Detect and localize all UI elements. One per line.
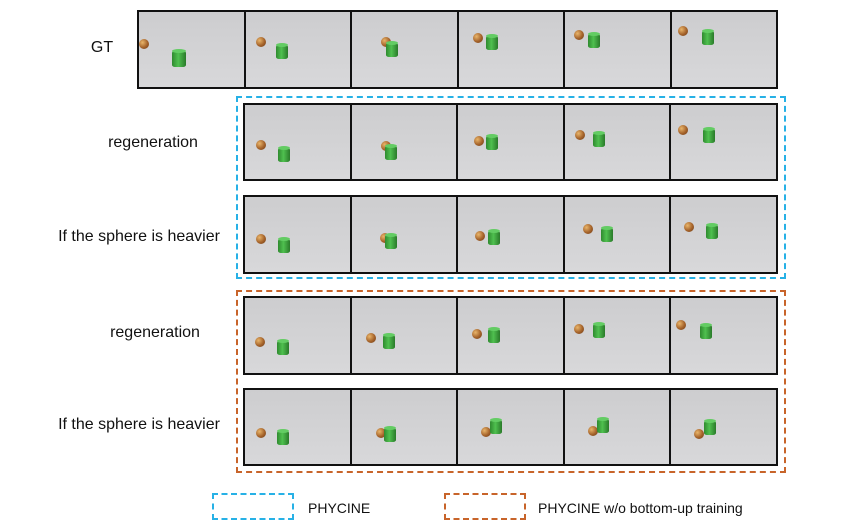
cylinder-object xyxy=(385,144,398,161)
cylinder-object xyxy=(385,233,398,249)
video-frame xyxy=(139,12,244,87)
video-frame xyxy=(245,105,350,179)
sphere-object xyxy=(472,329,482,339)
cylinder-object xyxy=(487,229,500,246)
cylinder-object xyxy=(485,33,498,50)
phycine-group-box xyxy=(236,96,786,279)
cylinder-object xyxy=(171,49,186,68)
cylinder-object xyxy=(277,145,290,162)
sphere-object xyxy=(475,231,486,241)
video-frame xyxy=(458,197,563,272)
sphere-object xyxy=(255,139,266,150)
sphere-object xyxy=(255,234,266,244)
cylinder-object xyxy=(593,130,606,147)
video-frame xyxy=(458,390,563,464)
sphere-object xyxy=(684,222,695,232)
sphere-object xyxy=(573,29,584,40)
sphere-object xyxy=(675,320,686,330)
video-frame xyxy=(245,197,350,272)
row-label-heavier-ablation: If the sphere is heavier xyxy=(58,416,220,433)
cylinder-object xyxy=(384,426,397,443)
video-frame xyxy=(245,12,350,87)
legend-swatch-phycine xyxy=(212,493,294,520)
row-label-regeneration-phycine: regeneration xyxy=(108,134,198,151)
sphere-object xyxy=(375,427,386,438)
cylinder-object xyxy=(703,127,716,144)
cylinder-object xyxy=(593,322,606,338)
sphere-object xyxy=(588,425,599,436)
sphere-object xyxy=(677,125,688,136)
row-label-gt: GT xyxy=(90,39,114,56)
cylinder-object xyxy=(699,322,712,339)
sphere-object xyxy=(575,130,586,141)
cylinder-object xyxy=(383,332,396,349)
legend-label-phycine: PHYCINE xyxy=(308,500,371,516)
cylinder-object xyxy=(702,29,715,46)
legend-swatch-ablation xyxy=(444,493,526,520)
cylinder-object xyxy=(385,40,398,57)
row-label-regeneration-ablation: regeneration xyxy=(110,324,200,341)
video-frame xyxy=(671,105,776,179)
frame-strip-regeneration-phycine xyxy=(243,103,778,181)
sphere-object xyxy=(693,428,704,439)
video-frame xyxy=(458,298,563,373)
video-frame xyxy=(352,12,457,87)
sphere-object xyxy=(481,427,492,438)
legend-label-ablation: PHYCINE w/o bottom-up training xyxy=(538,500,743,516)
sphere-object xyxy=(254,337,265,348)
frame-strip-gt xyxy=(137,10,778,89)
video-frame xyxy=(245,390,350,464)
video-frame xyxy=(564,197,670,272)
sphere-object xyxy=(256,37,267,47)
cylinder-object xyxy=(487,327,500,344)
video-frame xyxy=(671,298,776,373)
video-frame xyxy=(671,197,776,272)
frame-strip-regeneration-ablation xyxy=(243,296,778,375)
video-frame xyxy=(671,390,776,464)
video-frame xyxy=(351,105,457,179)
cylinder-object xyxy=(489,418,502,434)
cylinder-object xyxy=(597,416,610,433)
cylinder-object xyxy=(276,42,289,59)
cylinder-object xyxy=(276,338,289,355)
cylinder-object xyxy=(704,418,717,435)
cylinder-object xyxy=(485,134,498,151)
sphere-object xyxy=(574,323,585,334)
cylinder-object xyxy=(277,236,290,253)
ablation-group-box xyxy=(236,290,786,473)
video-frame xyxy=(458,12,563,87)
video-frame xyxy=(671,12,776,87)
video-frame xyxy=(351,390,457,464)
cylinder-object xyxy=(276,429,289,446)
sphere-object xyxy=(582,224,593,235)
cylinder-object xyxy=(706,223,719,240)
video-frame xyxy=(458,105,563,179)
cylinder-object xyxy=(588,31,601,48)
video-frame xyxy=(564,390,670,464)
sphere-object xyxy=(366,332,377,343)
sphere-object xyxy=(380,233,391,244)
sphere-object xyxy=(139,39,150,50)
frame-strip-heavier-ablation xyxy=(243,388,778,466)
row-label-heavier-phycine: If the sphere is heavier xyxy=(58,228,220,245)
video-frame xyxy=(351,197,457,272)
sphere-object xyxy=(474,135,485,146)
sphere-object xyxy=(473,32,484,43)
video-frame xyxy=(564,298,670,373)
video-frame xyxy=(351,298,457,373)
video-frame xyxy=(565,12,670,87)
cylinder-object xyxy=(600,225,613,242)
sphere-object xyxy=(677,25,688,36)
video-frame xyxy=(564,105,670,179)
frame-strip-heavier-phycine xyxy=(243,195,778,274)
sphere-object xyxy=(255,427,266,438)
video-frame xyxy=(245,298,350,373)
